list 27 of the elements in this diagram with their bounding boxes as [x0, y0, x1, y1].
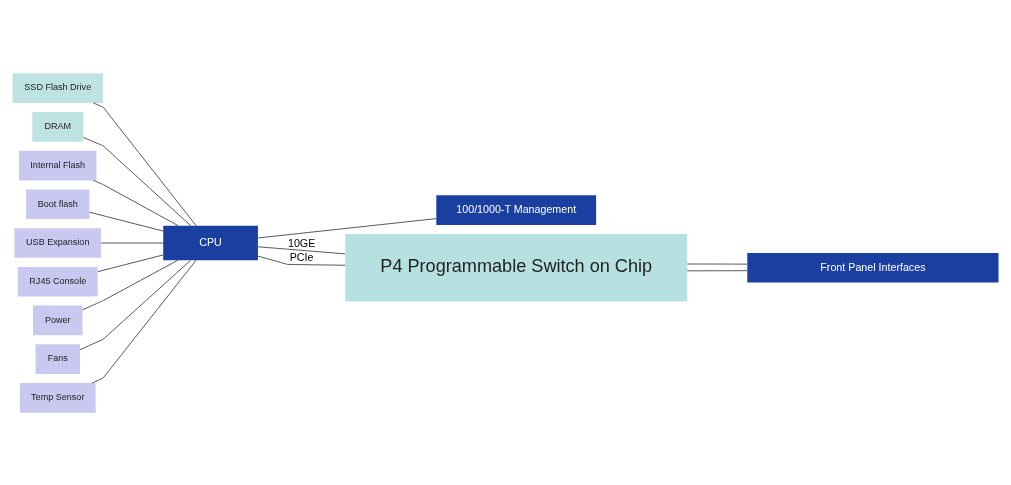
node-box: USB Expansion: [14, 227, 101, 258]
connector: [93, 179, 179, 226]
node-box: Temp Sensor: [19, 382, 96, 413]
edge-label: 10GE: [287, 236, 316, 249]
node-box: Front Panel Interfaces: [747, 252, 999, 283]
connector: [257, 245, 346, 254]
connector: [257, 255, 346, 266]
connector: [93, 102, 197, 226]
connector: [82, 259, 179, 310]
node-box: Internal Flash: [19, 150, 97, 180]
node-box: Boot flash: [26, 188, 90, 219]
node-box: CPU: [163, 225, 258, 260]
node-box: P4 Programmable Switch on Chip: [345, 233, 688, 301]
connector: [91, 259, 197, 383]
connector: [89, 211, 164, 231]
connector: [79, 259, 191, 350]
connector: [97, 254, 164, 272]
edge-label: PCIe: [289, 250, 314, 263]
connector: [257, 217, 437, 238]
connector: [686, 269, 748, 271]
node-box: Fans: [35, 343, 80, 374]
node-box: DRAM: [32, 111, 84, 142]
node-box: RJ45 Console: [17, 266, 98, 297]
node-box: 100/1000-T Management: [436, 194, 597, 225]
node-box: Power: [33, 305, 83, 335]
node-box: SSD Flash Drive: [12, 72, 104, 103]
connector: [83, 136, 192, 226]
